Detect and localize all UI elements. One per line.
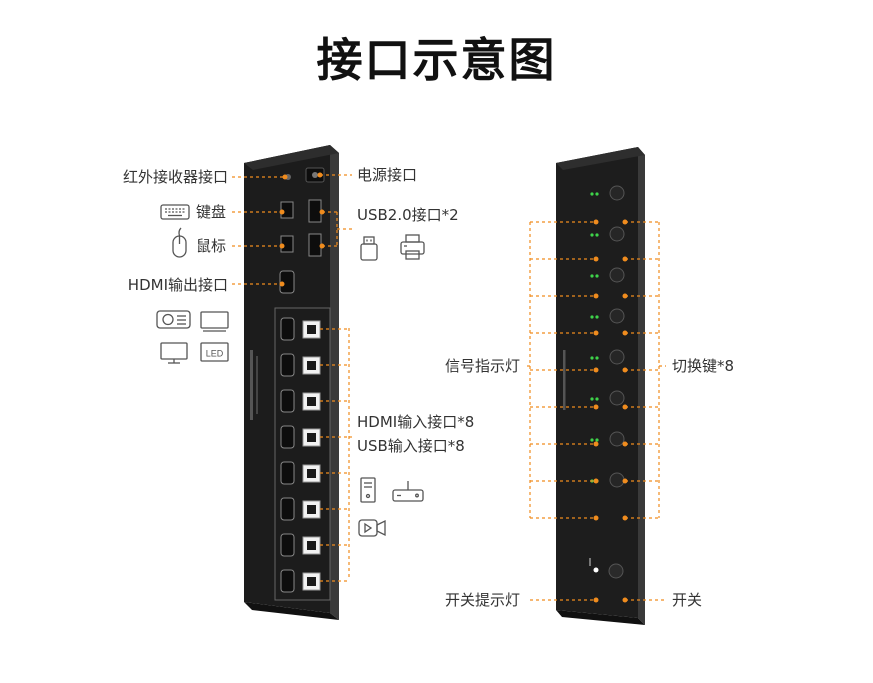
label-ir-receiver: 红外接收器接口 bbox=[122, 168, 228, 186]
input-port-panel bbox=[274, 307, 331, 601]
hdmi-in-port bbox=[280, 497, 295, 521]
label-hdmi-in: HDMI输入接口*8 bbox=[357, 413, 475, 431]
projector-icon bbox=[156, 310, 191, 329]
right-kvm-device-front bbox=[556, 147, 645, 625]
hdmi-in-port bbox=[280, 425, 295, 449]
channel-led bbox=[590, 274, 594, 278]
channel-led bbox=[595, 233, 599, 237]
channel-led bbox=[595, 315, 599, 319]
channel-switch-button bbox=[609, 431, 625, 447]
channel-led bbox=[595, 192, 599, 196]
keyboard-icon bbox=[160, 204, 190, 220]
label-usb20: USB2.0接口*2 bbox=[357, 206, 459, 224]
tv-icon bbox=[160, 342, 188, 364]
channel-led bbox=[590, 438, 594, 442]
input-leader-lines bbox=[320, 328, 349, 582]
page-title: 接口示意图 bbox=[316, 33, 557, 87]
right-channel-group bbox=[590, 185, 625, 488]
hdmi-in-port bbox=[280, 461, 295, 485]
led-display-icon: LED bbox=[200, 342, 229, 362]
hdmi-in-port bbox=[280, 353, 295, 377]
channel-led bbox=[595, 356, 599, 360]
label-power-switch: 开关 bbox=[672, 591, 703, 609]
usb20-port-2 bbox=[308, 233, 322, 257]
power-leader-dots bbox=[593, 597, 628, 603]
network-box-icon bbox=[392, 481, 424, 502]
led-icon-label: LED bbox=[206, 349, 224, 359]
pc-tower-icon bbox=[360, 477, 376, 503]
channel-switch-button bbox=[609, 267, 625, 283]
channel-led bbox=[595, 274, 599, 278]
hdmi-in-port bbox=[280, 317, 295, 341]
channel-switch-button bbox=[609, 308, 625, 324]
channel-leader-lines bbox=[530, 221, 659, 519]
label-power-indicator: 开关提示灯 bbox=[444, 591, 520, 609]
channel-led bbox=[595, 438, 599, 442]
label-keyboard: 键盘 bbox=[196, 203, 227, 221]
channel-switch-button bbox=[609, 185, 625, 201]
channel-led bbox=[590, 397, 594, 401]
channel-leader-dots bbox=[593, 219, 628, 521]
hdmi-out-port bbox=[279, 270, 295, 294]
channel-led bbox=[590, 233, 594, 237]
right-leader-lines bbox=[524, 222, 666, 601]
hdmi-in-port bbox=[280, 533, 295, 557]
mouse-icon bbox=[172, 227, 187, 258]
label-mouse: 鼠标 bbox=[196, 237, 227, 255]
channel-switch-button bbox=[609, 472, 625, 488]
hdmi-in-port bbox=[280, 389, 295, 413]
camera-icon bbox=[358, 519, 386, 537]
channel-led bbox=[590, 356, 594, 360]
label-power-port: 电源接口 bbox=[357, 166, 418, 184]
label-switch-key: 切换键*8 bbox=[672, 357, 735, 375]
label-hdmi-out: HDMI输出接口 bbox=[127, 276, 228, 294]
hdmi-in-port bbox=[280, 569, 295, 593]
label-signal-indicator: 信号指示灯 bbox=[444, 357, 520, 375]
left-leader-dots bbox=[279, 172, 325, 287]
usb-drive-icon bbox=[360, 236, 378, 261]
power-indicator-led bbox=[593, 567, 599, 573]
left-leader-lines bbox=[232, 174, 355, 578]
power-switch-button bbox=[608, 563, 624, 579]
left-input-port-group bbox=[280, 317, 321, 593]
channel-switch-button bbox=[609, 349, 625, 365]
channel-switch-button bbox=[609, 226, 625, 242]
channel-led bbox=[590, 192, 594, 196]
channel-switch-button bbox=[609, 390, 625, 406]
channel-led bbox=[590, 315, 594, 319]
monitor-icon bbox=[200, 311, 229, 332]
label-usb-in: USB输入接口*8 bbox=[357, 437, 465, 455]
channel-led bbox=[595, 397, 599, 401]
usb20-port-1 bbox=[308, 199, 322, 223]
printer-icon bbox=[400, 234, 425, 260]
